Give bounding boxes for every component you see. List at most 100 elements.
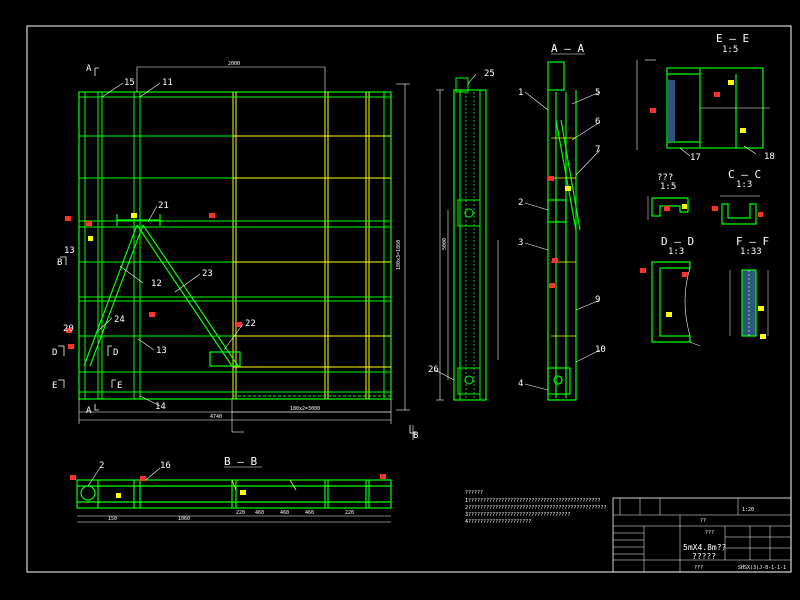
balloon-1: 1 (518, 88, 523, 98)
balloon-25: 25 (484, 69, 495, 79)
dim-bottom-chain: 180x2=3000 (290, 406, 320, 412)
svg-text:D: D (52, 348, 57, 358)
drawing-border (26, 25, 792, 573)
section-unnamed-title: ??? (657, 173, 673, 183)
title-row-1: ?? (700, 518, 706, 524)
section-dd-scale: 1:3 (668, 247, 684, 257)
notes-line-2: 2???????????????????????????????????????… (465, 505, 606, 511)
balloon-22: 22 (245, 319, 256, 329)
section-cc-scale: 1:3 (736, 180, 752, 190)
section-cc-title: C — C (728, 168, 761, 181)
svg-text:B: B (57, 258, 62, 268)
section-bb-title: B — B (224, 455, 257, 468)
balloon-10: 10 (595, 345, 606, 355)
title-company: ??? (694, 565, 703, 571)
section-ff-title: F — F (736, 235, 769, 248)
notes-line-4: 4????????????????????? (465, 519, 531, 525)
dim-b6: 1060 (178, 516, 190, 522)
section-bb-view: B — B (70, 455, 392, 523)
balloon-7: 7 (595, 145, 600, 155)
section-ee-title: E — E (716, 32, 749, 45)
dim-b7: 150 (108, 516, 117, 522)
balloon-6: 6 (595, 117, 600, 127)
vertical-members-yellow (232, 92, 370, 399)
section-mark-a-top: A (86, 64, 99, 76)
balloon-9: 9 (595, 295, 600, 305)
section-cc-view: C — C 1:3 (712, 168, 763, 225)
aa-weld-symbols (548, 176, 571, 288)
balloon-24: 24 (114, 315, 125, 325)
side-view: 5000 25 26 (428, 69, 499, 401)
title-scale: 1:20 (742, 507, 754, 513)
section-unnamed-view: ??? 1:5 (647, 173, 689, 220)
dim-b4: 460 (305, 510, 314, 516)
notes-line-3: 3?????????????????????????????????? (465, 512, 570, 518)
dim-bottom-span: 4740 (210, 414, 222, 420)
svg-text:B: B (413, 431, 418, 441)
section-mark-d-left: D (52, 345, 65, 358)
ee-seal-hatch (667, 80, 675, 142)
section-unnamed-scale: 1:5 (660, 182, 676, 192)
balloon-14: 14 (155, 402, 166, 412)
balloon-2: 2 (518, 198, 523, 208)
title-drawing-number: SHSX(3)J-8-1-1-1 (738, 565, 786, 571)
balloon-13: 13 (64, 246, 75, 256)
dim-top-span: 2000 (228, 61, 240, 67)
section-mark-d-mid: D (107, 345, 118, 358)
svg-text:E: E (52, 381, 57, 391)
svg-text:D: D (113, 348, 118, 358)
balloon-26: 26 (428, 365, 439, 375)
svg-text:E: E (117, 381, 122, 391)
diagonal-bracing (83, 214, 241, 367)
vertical-members-green (84, 92, 385, 399)
balloon-2b: 2 (99, 461, 104, 471)
dim-b5: 220 (345, 510, 354, 516)
section-mark-b-left: B (57, 256, 67, 268)
horizontal-beams-green (79, 96, 391, 393)
dim-b1: 220 (236, 510, 245, 516)
balloon-3: 3 (518, 238, 523, 248)
notes-header: ?????? (465, 490, 483, 496)
dimension-lines (78, 66, 414, 440)
balloon-20: 20 (63, 324, 74, 334)
balloon-5: 5 (595, 88, 600, 98)
dim-side-height: 5000 (442, 238, 448, 250)
balloon-11: 11 (162, 78, 173, 88)
dim-b2: 460 (255, 510, 264, 516)
section-mark-a-bottom: A (86, 404, 99, 416)
section-ff-scale: 1:33 (740, 247, 762, 257)
title-subtitle: ????? (692, 552, 716, 561)
svg-text:A: A (86, 64, 92, 74)
section-ee-scale: 1:5 (722, 45, 738, 55)
title-design: 5mX4.8m?? (683, 543, 727, 552)
section-aa-view: A — A (518, 42, 606, 401)
section-dd-title: D — D (661, 235, 694, 248)
section-ee-view: E — E 1:5 17 18 (636, 32, 775, 163)
svg-text:A: A (86, 406, 92, 416)
section-mark-e-left: E (52, 379, 65, 391)
side-view-outline (453, 89, 487, 401)
balloon-4: 4 (518, 379, 523, 389)
title-row-2: ??? (705, 530, 714, 536)
dim-b3: 460 (280, 510, 289, 516)
balloon-21: 21 (158, 201, 169, 211)
dim-right-height: 180x3=1860 (396, 240, 402, 270)
balloon-16: 16 (160, 461, 171, 471)
section-mark-e-mid: E (111, 379, 122, 391)
balloon-15: 15 (124, 78, 135, 88)
section-aa-title: A — A (551, 42, 584, 55)
leader-lines (97, 82, 244, 407)
horizontal-beams-yellow (233, 135, 391, 368)
section-dd-view: D — D 1:3 (640, 235, 701, 347)
weld-symbols (65, 213, 242, 349)
technical-notes: ?????? 1????????????????????????????????… (465, 490, 606, 525)
balloon-17: 17 (690, 153, 701, 163)
balloon-12: 12 (151, 279, 162, 289)
section-ff-view: F — F 1:33 (729, 235, 769, 339)
balloon-13b: 13 (156, 346, 167, 356)
title-block: 5mX4.8m?? ????? SHSX(3)J-8-1-1-1 1:20 ??… (612, 497, 792, 573)
balloon-18: 18 (764, 152, 775, 162)
notes-line-1: 1???????????????????????????????????????… (465, 498, 600, 504)
balloon-23: 23 (202, 269, 213, 279)
